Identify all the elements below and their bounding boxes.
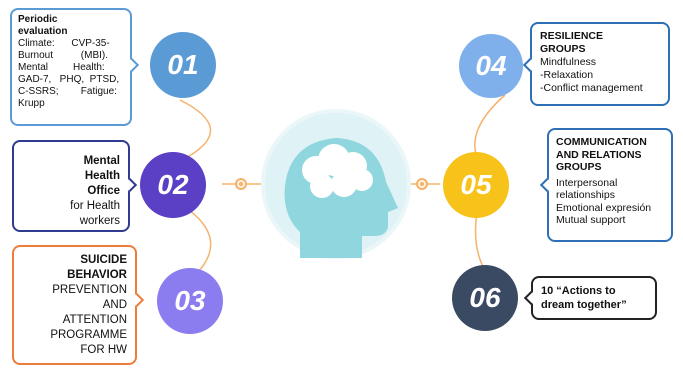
box-title: Periodic evaluation [18, 14, 68, 37]
box-title: SUICIDE BEHAVIOR [67, 254, 127, 281]
box-line: Burnout (MBI). [18, 50, 109, 61]
right-connector-dot [416, 178, 428, 190]
box-line: workers [79, 215, 120, 227]
box-line: -Conflict management [540, 82, 643, 94]
box-title: COMMUNICATION AND RELATIONS GROUPS [556, 136, 647, 173]
step-number: 01 [167, 49, 199, 80]
step-number: 03 [174, 285, 206, 316]
step-number: 06 [469, 282, 501, 313]
box-line: FOR HW [80, 344, 127, 356]
box-line: Interpersonal [556, 176, 618, 189]
text-box-05: COMMUNICATION AND RELATIONS GROUPS Inter… [547, 128, 673, 242]
step-circle-02: 02 [140, 152, 206, 218]
step-circle-04: 04 [459, 34, 523, 98]
box-line: -Relaxation [540, 69, 594, 81]
step-circle-01: 01 [150, 32, 216, 98]
box-line: ATTENTION [62, 314, 127, 326]
box-line: AND [102, 299, 127, 311]
step-circle-05: 05 [443, 152, 509, 218]
box-title: Mental Health Office [83, 155, 120, 197]
box-line: Emotional expresión [556, 201, 652, 214]
box-line: GAD-7, PHQ, PTSD, [18, 74, 120, 85]
step-number: 05 [460, 169, 492, 200]
box-line: for Health [70, 200, 120, 212]
box-title: RESILIENCE GROUPS [540, 30, 604, 55]
box-line: Climate: CVP-35- [18, 38, 110, 49]
box-line: PROGRAMME [50, 329, 127, 341]
box-line: Mindfulness [540, 56, 597, 68]
box-title: 10 “Actions to dream together” [541, 285, 627, 311]
step-circle-03: 03 [157, 268, 223, 334]
box-line: C-SSRS; Fatigue: [18, 86, 117, 97]
text-box-02: Mental Health Office for Health workers [12, 140, 130, 232]
left-connector [179, 99, 212, 161]
box-line: relationships [556, 189, 615, 201]
text-box-04: RESILIENCE GROUPS Mindfulness -Relaxatio… [530, 22, 670, 106]
box-line: Krupp [18, 98, 45, 109]
step-circle-06: 06 [452, 265, 518, 331]
brain-icon [302, 144, 373, 198]
text-box-03: SUICIDE BEHAVIOR PREVENTION AND ATTENTIO… [12, 245, 137, 365]
left-connector-dot [235, 178, 247, 190]
text-box-01: Periodic evaluation Climate: CVP-35- Bur… [10, 8, 132, 126]
step-number: 02 [157, 169, 189, 200]
box-line: PREVENTION [52, 284, 127, 296]
step-number: 04 [475, 50, 507, 81]
box-line: Mental Health: [18, 62, 105, 73]
box-line: Mutual support [556, 214, 626, 226]
text-box-06: 10 “Actions to dream together” [531, 276, 657, 320]
